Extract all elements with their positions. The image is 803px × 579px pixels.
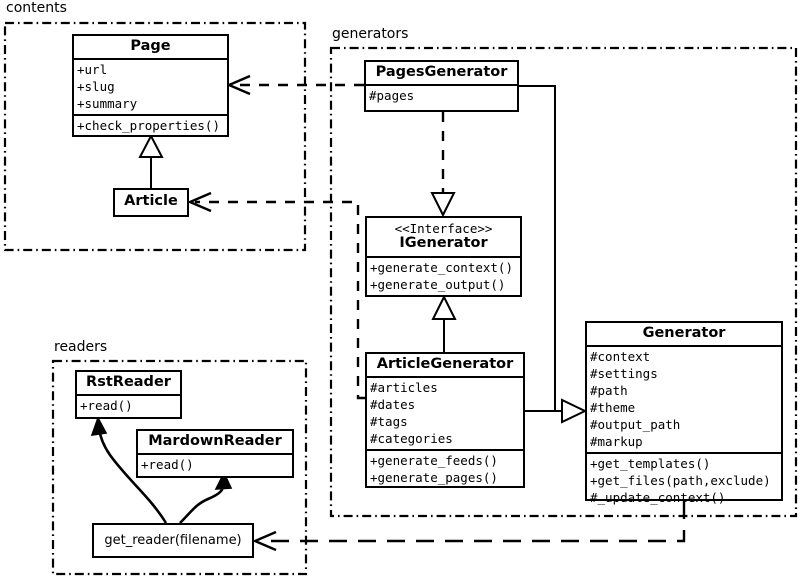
class-pagesgenerator-title: PagesGenerator	[375, 64, 508, 80]
package-border-contents	[3, 21, 307, 252]
operation: +read()	[141, 457, 194, 473]
operation: +generate_pages()	[370, 470, 498, 486]
rel-articlegen-uses-article-line	[195, 200, 365, 400]
rel-getreader-returns-rstreader-line	[97, 427, 168, 524]
package-label-contents: contents	[6, 0, 67, 16]
class-article-title: Article	[124, 193, 178, 209]
operation: +get_files(path,exclude)	[590, 473, 771, 489]
package-border-generators	[329, 46, 798, 518]
class-rstreader[interactable]: RstReader +read()	[75, 370, 182, 419]
class-mardownreader-operations: +read()	[138, 453, 292, 475]
class-pagesgenerator-attributes: #pages	[366, 84, 517, 106]
rel-article-inherits-page-arrow	[138, 133, 164, 158]
attribute: +url	[77, 62, 108, 78]
operation: +generate_feeds()	[370, 453, 498, 469]
class-rstreader-operations: +read()	[77, 394, 180, 416]
package-label-generators: generators	[332, 26, 409, 42]
class-igenerator-operations: +generate_context() +generate_output()	[367, 256, 520, 295]
class-mardownreader-title: MardownReader	[148, 433, 282, 449]
rel-generator-uses-getreader-line	[260, 501, 686, 543]
attribute: #articles	[370, 380, 438, 396]
class-generator-attributes: #context #settings #path #theme #output_…	[587, 345, 781, 452]
operation: +generate_context()	[370, 260, 513, 276]
attribute: #pages	[369, 88, 415, 104]
class-rstreader-title: RstReader	[86, 374, 171, 390]
class-articlegenerator[interactable]: ArticleGenerator #articles #dates #tags …	[365, 352, 525, 488]
attribute: #markup	[590, 434, 643, 450]
attribute: #context	[590, 349, 651, 365]
class-page-operations: +check_properties()	[74, 114, 227, 136]
rel-inherits-generator-arrow	[561, 398, 588, 424]
class-articlegenerator-attributes: #articles #dates #tags #categories	[367, 376, 523, 449]
function-get-reader[interactable]: get_reader(filename)	[92, 523, 254, 558]
class-articlegenerator-title: ArticleGenerator	[376, 356, 514, 372]
class-page-title: Page	[130, 38, 171, 54]
class-igenerator-stereotype: <<Interface>>	[394, 221, 493, 236]
class-igenerator-title: IGenerator	[399, 235, 488, 251]
class-page-attributes: +url +slug +summary	[74, 58, 227, 114]
attribute: +summary	[77, 96, 138, 112]
operation: +generate_output()	[370, 277, 506, 293]
operation: +read()	[80, 398, 133, 414]
rel-pagesgen-uses-page-arrow	[225, 74, 251, 96]
attribute: #settings	[590, 366, 658, 382]
class-generator[interactable]: Generator #context #settings #path #them…	[585, 321, 783, 505]
rel-pagesgen-realizes-igen-arrow	[430, 192, 456, 218]
attribute: +slug	[77, 79, 115, 95]
rel-articlegen-realizes-igen-arrow	[431, 294, 457, 320]
class-pagesgenerator[interactable]: PagesGenerator #pages	[364, 60, 519, 112]
attribute: #path	[590, 383, 628, 399]
attribute: #dates	[370, 397, 416, 413]
package-label-readers: readers	[54, 339, 108, 355]
rel-articlegen-uses-article-arrow	[186, 191, 212, 213]
class-article[interactable]: Article	[113, 188, 189, 217]
operation: #_update_context()	[590, 490, 726, 506]
rel-getreader-returns-mardownreader-arrow	[214, 471, 233, 490]
class-articlegenerator-operations: +generate_feeds() +generate_pages()	[367, 449, 523, 488]
function-get-reader-label: get_reader(filename)	[104, 533, 242, 548]
attribute: #tags	[370, 414, 408, 430]
operation: +get_templates()	[590, 456, 711, 472]
rel-generator-uses-getreader-arrow	[251, 530, 277, 552]
class-igenerator[interactable]: <<Interface>> IGenerator +generate_conte…	[365, 216, 522, 297]
attribute: #theme	[590, 400, 636, 416]
attribute: #output_path	[590, 417, 681, 433]
rel-getreader-returns-rstreader-arrow	[90, 416, 108, 436]
class-generator-title: Generator	[642, 325, 726, 341]
class-generator-operations: +get_templates() +get_files(path,exclude…	[587, 452, 781, 508]
operation: +check_properties()	[77, 118, 220, 134]
class-page[interactable]: Page +url +slug +summary +check_properti…	[72, 34, 229, 137]
attribute: #categories	[370, 431, 453, 447]
rel-pagesgen-inherits-generator-line	[519, 85, 556, 411]
package-border-readers	[51, 359, 308, 576]
class-mardownreader[interactable]: MardownReader +read()	[136, 429, 294, 478]
